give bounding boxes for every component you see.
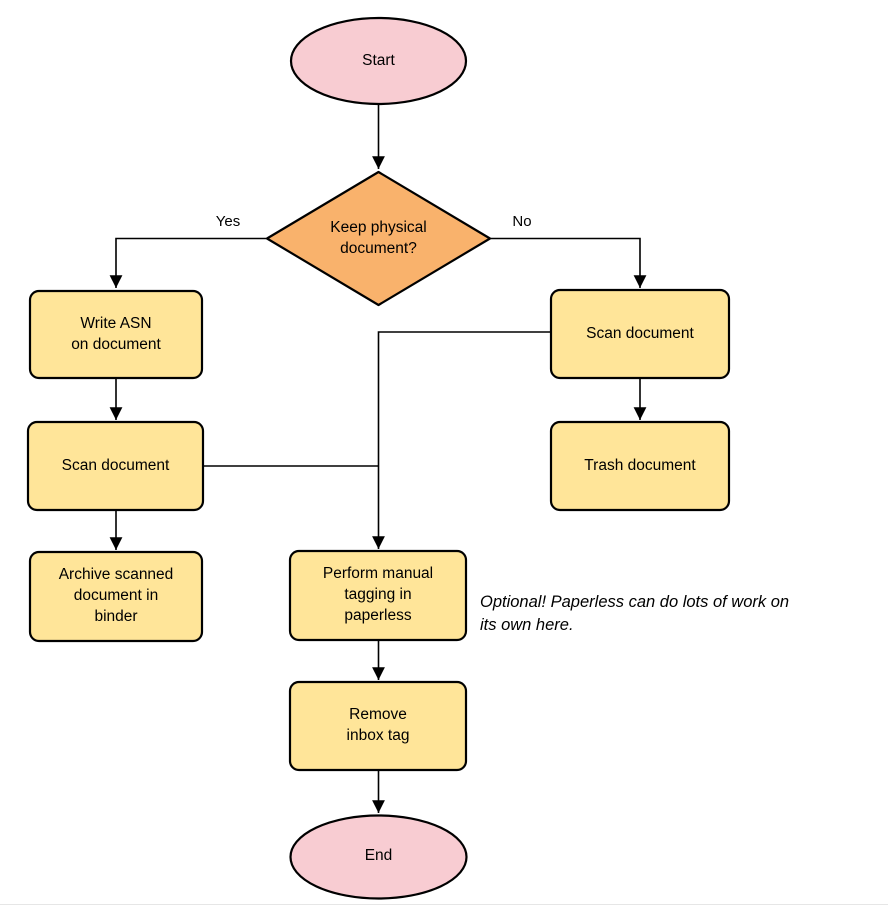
- node-scan-left: [26, 420, 205, 512]
- node-trash: [549, 420, 731, 512]
- edge-decision-yes-write-asn: [109, 237, 266, 288]
- node-archive: [28, 550, 204, 643]
- node-start: [289, 16, 468, 106]
- node-end: [289, 814, 468, 900]
- node-decision: [265, 170, 492, 307]
- node-remove-inbox: [288, 680, 468, 772]
- page-bottom-rule: [0, 904, 888, 905]
- node-write-asn: [28, 289, 204, 380]
- edge-decision-no-scan-right: [491, 237, 647, 288]
- connector-group: [109, 104, 647, 813]
- node-scan-right: [549, 288, 731, 380]
- node-tagging: [288, 549, 468, 642]
- edge-scan-right-tagging: [372, 331, 551, 549]
